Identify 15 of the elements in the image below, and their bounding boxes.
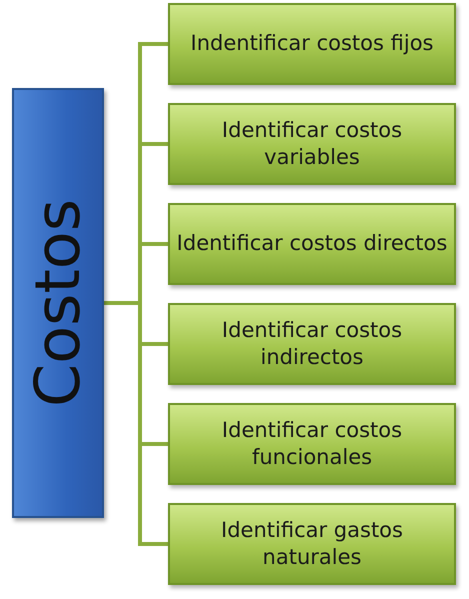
item-label: Identificar costos indirectos bbox=[220, 316, 404, 371]
root-box bbox=[12, 88, 104, 518]
connector-line bbox=[104, 301, 168, 546]
item-box bbox=[168, 503, 456, 585]
root-label: Costos bbox=[27, 198, 89, 408]
item-label: Indentificar costos fijos bbox=[190, 30, 434, 58]
item-box bbox=[168, 3, 456, 85]
item-label: Identificar gastos naturales bbox=[220, 516, 404, 571]
item-box bbox=[168, 303, 456, 385]
item-label: Identificar costos directos bbox=[176, 230, 448, 258]
item-label: Identificar costos funcionales bbox=[220, 416, 404, 471]
item-box bbox=[168, 203, 456, 285]
item-box bbox=[168, 103, 456, 185]
item-label: Identificar costos variables bbox=[220, 116, 404, 171]
item-box bbox=[168, 403, 456, 485]
